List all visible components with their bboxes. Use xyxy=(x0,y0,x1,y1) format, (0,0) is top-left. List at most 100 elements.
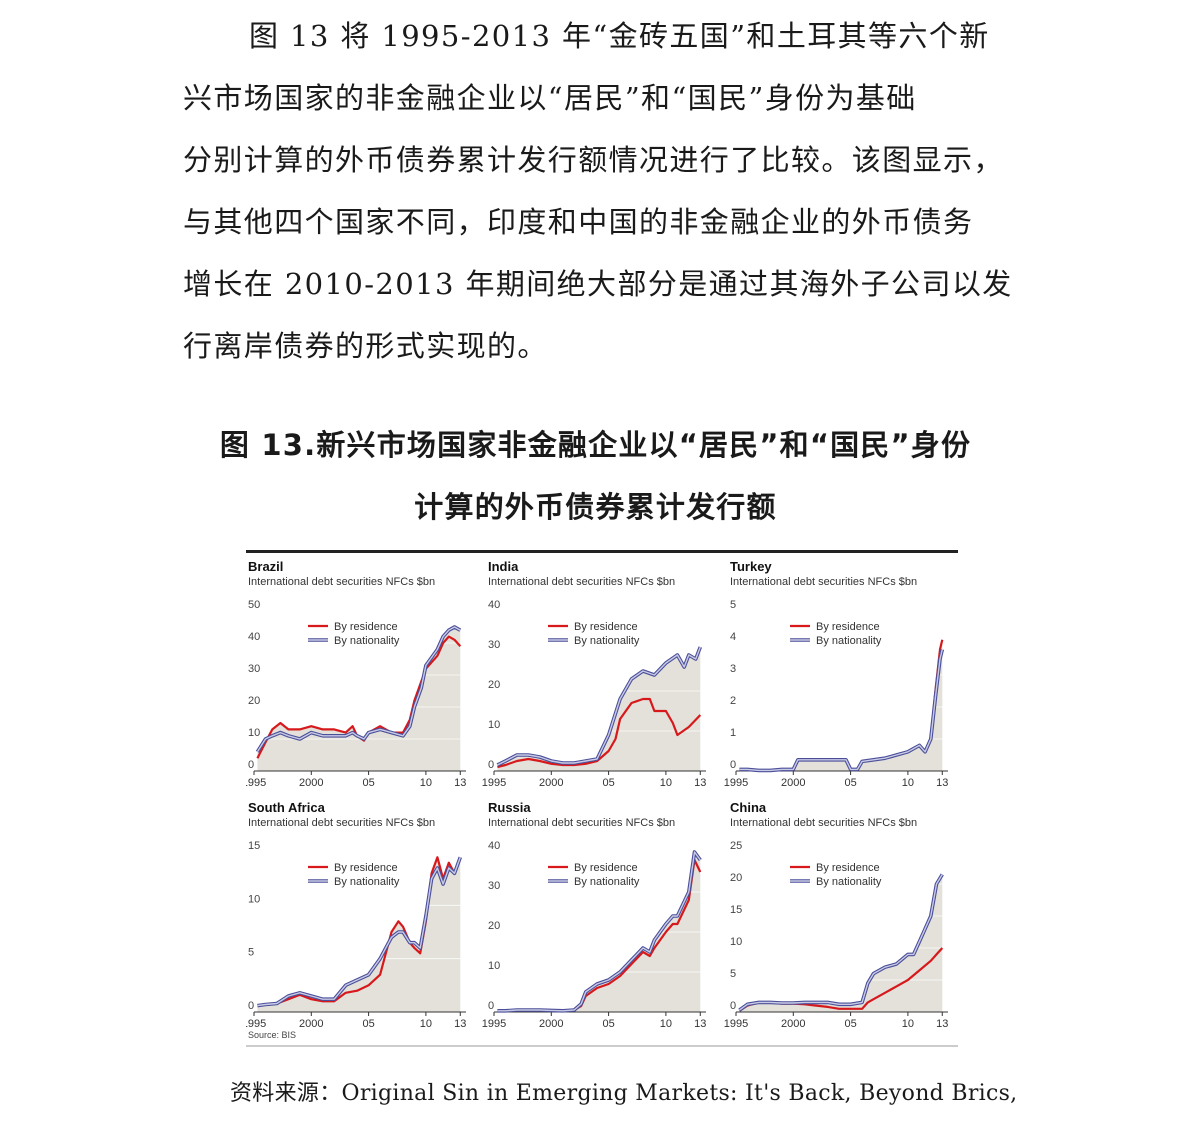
y-tick-label: 15 xyxy=(730,904,742,916)
chart-top-rule xyxy=(246,550,958,553)
y-tick-label: 40 xyxy=(488,840,500,852)
legend-label-nationality: By nationality xyxy=(574,876,640,888)
y-tick-label: 10 xyxy=(248,727,260,739)
y-tick-label: 0 xyxy=(248,759,254,771)
panel-subtitle: International debt securities NFCs $bn xyxy=(248,817,435,829)
x-tick-label: 10 xyxy=(420,777,432,789)
y-tick-label: 40 xyxy=(248,631,260,643)
area-fill xyxy=(257,627,461,771)
x-tick-label: 05 xyxy=(844,777,856,789)
panel-title: China xyxy=(730,800,767,815)
x-tick-label: 1995 xyxy=(724,1018,748,1030)
paragraph-line: 增长在 2010-2013 年期间绝大部分是通过其海外子公司以发 xyxy=(183,267,1013,301)
x-tick-label: 05 xyxy=(362,1018,374,1030)
panel-title: South Africa xyxy=(248,800,326,815)
legend-label-residence: By residence xyxy=(574,862,638,874)
x-tick-label: 1995 xyxy=(482,1018,506,1030)
x-tick-label: 05 xyxy=(602,1018,614,1030)
panel-subtitle: International debt securities NFCs $bn xyxy=(730,576,917,588)
figure-title-line-2: 计算的外币债券累计发行额 xyxy=(414,490,777,524)
figure-title-line-1: 图 13.新兴市场国家非金融企业以“居民”和“国民”身份 xyxy=(219,428,972,462)
x-tick-label: 10 xyxy=(902,777,914,789)
legend-label-residence: By residence xyxy=(816,621,880,633)
y-tick-label: 20 xyxy=(488,920,500,932)
x-tick-label: 10 xyxy=(660,777,672,789)
y-tick-label: 20 xyxy=(248,695,260,707)
y-tick-label: 30 xyxy=(248,663,260,675)
y-tick-label: 0 xyxy=(488,759,494,771)
y-tick-label: 50 xyxy=(248,599,260,611)
panel-title: India xyxy=(488,559,519,574)
series-by-residence xyxy=(257,856,462,1007)
y-tick-label: 4 xyxy=(730,631,736,643)
body-paragraph: 图 13 将 1995-2013 年“金砖五国”和土耳其等六个新 兴市场国家的非… xyxy=(183,16,1033,366)
panel-subtitle: International debt securities NFCs $bn xyxy=(248,576,435,588)
area-fill xyxy=(257,857,461,1012)
panel-title: Turkey xyxy=(730,559,772,574)
y-tick-label: 10 xyxy=(488,719,500,731)
legend-label-residence: By residence xyxy=(334,862,398,874)
y-tick-label: 1 xyxy=(730,727,736,739)
y-tick-label: 5 xyxy=(730,968,736,980)
series-by-nationality xyxy=(257,857,461,1007)
x-tick-label: 1995 xyxy=(724,777,748,789)
chart-source-label: Source: BIS xyxy=(248,1030,296,1040)
legend-label-nationality: By nationality xyxy=(574,635,640,647)
y-tick-label: 0 xyxy=(730,759,736,771)
series-by-nationality xyxy=(497,851,701,1012)
x-tick-label: 1995 xyxy=(482,777,506,789)
legend-label-nationality: By nationality xyxy=(334,876,400,888)
y-tick-label: 10 xyxy=(730,936,742,948)
panel-title: Brazil xyxy=(248,559,283,574)
legend-label-residence: By residence xyxy=(816,862,880,874)
legend-label-nationality: By nationality xyxy=(334,635,400,647)
x-tick-label: 2000 xyxy=(781,1018,805,1030)
y-tick-label: 0 xyxy=(730,1000,736,1012)
series-by-nationality xyxy=(256,626,461,753)
x-tick-label: 13 xyxy=(694,1018,706,1030)
y-tick-label: 3 xyxy=(730,663,736,675)
x-tick-label: 13 xyxy=(936,1018,948,1030)
y-tick-label: 2 xyxy=(730,695,736,707)
area-fill xyxy=(739,874,943,1012)
panel-subtitle: International debt securities NFCs $bn xyxy=(488,817,675,829)
panel-subtitle: International debt securities NFCs $bn xyxy=(730,817,917,829)
paragraph-line: 图 13 将 1995-2013 年“金砖五国”和土耳其等六个新 xyxy=(249,19,990,53)
x-tick-label: 13 xyxy=(936,777,948,789)
legend-label-nationality: By nationality xyxy=(816,876,882,888)
y-tick-label: 10 xyxy=(488,960,500,972)
x-tick-label: 2000 xyxy=(539,777,563,789)
x-tick-label: 2000 xyxy=(781,777,805,789)
panel-subtitle: International debt securities NFCs $bn xyxy=(488,576,675,588)
panel-title: Russia xyxy=(488,800,531,815)
series-by-residence xyxy=(497,697,702,769)
x-tick-label: 13 xyxy=(454,1018,466,1030)
y-tick-label: 30 xyxy=(488,880,500,892)
x-tick-label: 10 xyxy=(902,1018,914,1030)
y-tick-label: 5 xyxy=(248,947,254,959)
x-tick-label: 2000 xyxy=(299,777,323,789)
source-note: 资料来源：Original Sin in Emerging Markets: I… xyxy=(230,1081,1018,1106)
x-tick-label: 1995 xyxy=(246,1018,266,1030)
x-tick-label: 10 xyxy=(660,1018,672,1030)
y-tick-label: 30 xyxy=(488,639,500,651)
series-by-nationality xyxy=(497,646,701,766)
legend-label-nationality: By nationality xyxy=(816,635,882,647)
y-tick-label: 15 xyxy=(248,840,260,852)
x-tick-label: 2000 xyxy=(299,1018,323,1030)
y-tick-label: 10 xyxy=(248,893,260,905)
y-tick-label: 25 xyxy=(730,840,742,852)
series-by-nationality xyxy=(739,649,943,772)
y-tick-label: 0 xyxy=(488,1000,494,1012)
y-tick-label: 20 xyxy=(488,679,500,691)
y-tick-label: 5 xyxy=(730,599,736,611)
area-fill xyxy=(497,647,701,771)
x-tick-label: 05 xyxy=(844,1018,856,1030)
